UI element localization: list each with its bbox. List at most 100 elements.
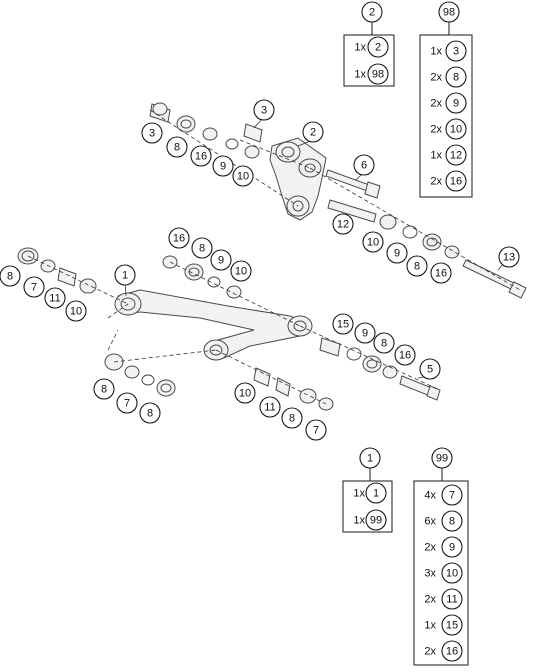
right-mid-bushings bbox=[319, 337, 441, 401]
callout-number: 16 bbox=[435, 268, 447, 280]
kit-header-callout: 98 bbox=[438, 1, 460, 23]
kit-header-number: 98 bbox=[443, 7, 455, 19]
callout-16: 16 bbox=[430, 262, 452, 284]
callout-number: 3 bbox=[261, 105, 267, 117]
kit-row-quantity: 3x bbox=[424, 568, 436, 580]
kit-row-part-callout: 16 bbox=[445, 170, 467, 192]
callout-6: 6 bbox=[353, 154, 375, 176]
callout-10: 10 bbox=[234, 382, 256, 404]
callout-8: 8 bbox=[191, 237, 213, 259]
kit-box-frame bbox=[419, 34, 473, 198]
kit-row: 1x 3 bbox=[430, 40, 467, 62]
kit-row-part-number: 7 bbox=[449, 490, 455, 502]
callout-number: 15 bbox=[337, 319, 349, 331]
callout-8: 8 bbox=[406, 255, 428, 277]
callout-1: 1 bbox=[114, 264, 136, 286]
callout-number: 8 bbox=[101, 384, 107, 396]
callout-7: 7 bbox=[23, 276, 45, 298]
kit-row-part-number: 9 bbox=[449, 542, 455, 554]
callout-number: 7 bbox=[313, 425, 319, 437]
callout-9: 9 bbox=[210, 249, 232, 271]
callout-number: 2 bbox=[310, 127, 316, 139]
callout-10: 10 bbox=[230, 260, 252, 282]
axis-lines bbox=[27, 109, 521, 405]
kit-row-part-number: 99 bbox=[370, 515, 382, 527]
callout-8: 8 bbox=[281, 407, 303, 429]
callout-number: 8 bbox=[289, 413, 295, 425]
kit-row-part-number: 10 bbox=[446, 568, 458, 580]
kit-header-callout: 99 bbox=[431, 447, 453, 469]
kit-row-quantity: 1x bbox=[353, 515, 365, 527]
callout-number: 7 bbox=[124, 398, 130, 410]
callout-10: 10 bbox=[362, 231, 384, 253]
callout-number: 5 bbox=[427, 364, 433, 376]
callout-10: 10 bbox=[65, 300, 87, 322]
linkage-arm bbox=[114, 289, 313, 361]
callout-11: 11 bbox=[259, 396, 281, 418]
kit-row-part-callout: 15 bbox=[441, 614, 463, 636]
kit-row-part-callout: 11 bbox=[441, 588, 463, 610]
kit-row: 2x 11 bbox=[424, 588, 463, 610]
kit-row-part-number: 8 bbox=[449, 516, 455, 528]
kit-row-part-number: 10 bbox=[450, 124, 462, 136]
kit-row-part-callout: 3 bbox=[445, 40, 467, 62]
kit-row: 1x 2 bbox=[354, 36, 389, 58]
kit-row-part-callout: 99 bbox=[365, 509, 387, 531]
kit-row-quantity: 1x bbox=[353, 488, 365, 500]
callout-number: 8 bbox=[147, 408, 153, 420]
rocker-part bbox=[269, 137, 327, 221]
bolt-6 bbox=[325, 169, 381, 199]
callout-number: 10 bbox=[239, 388, 251, 400]
callout-number: 7 bbox=[31, 282, 37, 294]
kit-row-part-number: 11 bbox=[446, 594, 457, 606]
kit-header-callout: 1 bbox=[359, 447, 381, 469]
part-callouts: 3816910236121098161316891018711101598165… bbox=[0, 99, 520, 441]
kit-header-number: 1 bbox=[367, 453, 373, 465]
kit-row-quantity: 2x bbox=[424, 594, 436, 606]
kit-header-number: 2 bbox=[369, 7, 375, 19]
callout-number: 16 bbox=[173, 233, 185, 245]
callout-number: 10 bbox=[367, 237, 379, 249]
callout-7: 7 bbox=[116, 392, 138, 414]
callout-number: 13 bbox=[503, 252, 515, 264]
callout-number: 8 bbox=[414, 261, 420, 273]
kit-row-quantity: 1x bbox=[354, 42, 366, 54]
callout-3: 3 bbox=[253, 99, 275, 121]
callout-16: 16 bbox=[168, 227, 190, 249]
kit-row-part-number: 16 bbox=[446, 646, 458, 658]
kit-row-part-number: 8 bbox=[453, 72, 459, 84]
kit-row-part-callout: 16 bbox=[441, 640, 463, 662]
kit-row-part-number: 2 bbox=[375, 42, 381, 54]
kit-row: 1x 99 bbox=[353, 509, 387, 531]
callout-16: 16 bbox=[190, 145, 212, 167]
callout-8: 8 bbox=[93, 378, 115, 400]
kit-row-quantity: 1x bbox=[424, 620, 436, 632]
callout-number: 8 bbox=[199, 243, 205, 255]
callout-number: 16 bbox=[399, 350, 411, 362]
kit-row-part-callout: 2 bbox=[367, 36, 389, 58]
callout-3: 3 bbox=[141, 122, 163, 144]
callout-number: 9 bbox=[362, 328, 368, 340]
kit-header-number: 99 bbox=[436, 453, 448, 465]
upper-left-bushings bbox=[149, 102, 263, 159]
callout-9: 9 bbox=[386, 242, 408, 264]
callout-number: 16 bbox=[195, 151, 207, 163]
callout-number: 9 bbox=[394, 248, 400, 260]
callout-number: 3 bbox=[149, 128, 155, 140]
kit-row-part-number: 3 bbox=[453, 46, 459, 58]
kit-row-quantity: 1x bbox=[430, 46, 442, 58]
kit-row-part-number: 16 bbox=[450, 176, 462, 188]
callout-number: 10 bbox=[235, 266, 247, 278]
callout-number: 11 bbox=[49, 293, 60, 305]
callout-11: 11 bbox=[44, 287, 66, 309]
